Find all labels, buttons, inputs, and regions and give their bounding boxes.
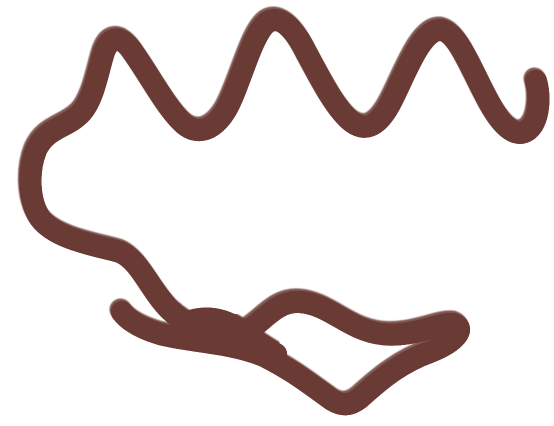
protein-tube-drawing — [0, 0, 554, 426]
illustration-canvas — [0, 0, 554, 426]
